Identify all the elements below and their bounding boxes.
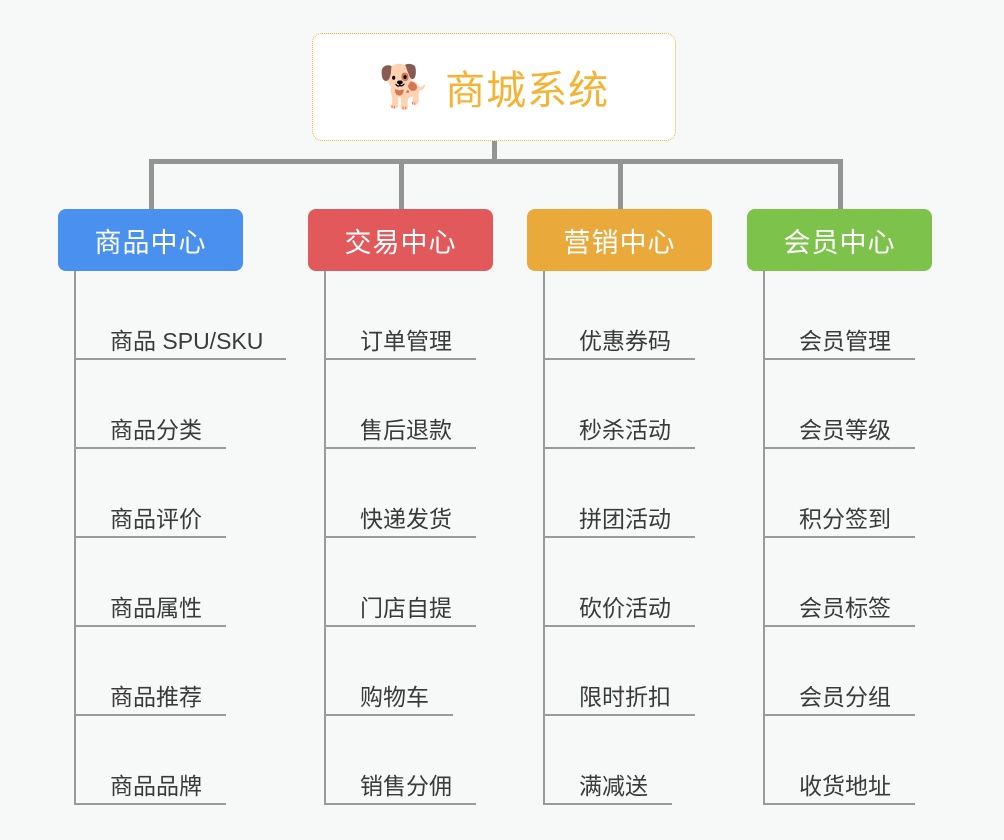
leaf-list-product-center: 商品 SPU/SKU 商品分类商品评价商品属性商品推荐商品品牌 [74, 271, 286, 805]
leaf-underline [765, 803, 915, 805]
branch-column-member-center: 会员中心会员管理会员等级积分签到会员标签会员分组收货地址 [747, 209, 932, 805]
leaf-item[interactable]: 拼团活动 [545, 449, 712, 538]
leaf-underline [76, 714, 226, 716]
leaf-underline [545, 625, 695, 627]
leaf-underline [545, 358, 695, 360]
leaf-label: 满减送 [579, 772, 648, 799]
branch-column-marketing-center: 营销中心优惠券码秒杀活动拼团活动砍价活动限时折扣满减送 [527, 209, 712, 805]
leaf-item[interactable]: 限时折扣 [545, 627, 712, 716]
leaf-underline [76, 358, 286, 360]
leaf-item[interactable]: 优惠券码 [545, 271, 712, 360]
leaf-label: 积分签到 [799, 505, 891, 532]
leaf-item[interactable]: 销售分佣 [326, 716, 493, 805]
leaf-label: 门店自提 [360, 594, 452, 621]
leaf-label: 优惠券码 [579, 327, 671, 354]
leaf-item[interactable]: 购物车 [326, 627, 493, 716]
leaf-list-member-center: 会员管理会员等级积分签到会员标签会员分组收货地址 [763, 271, 932, 805]
category-label: 营销中心 [563, 227, 676, 258]
leaf-item[interactable]: 商品属性 [76, 538, 243, 627]
root-title: 商城系统 [445, 69, 610, 113]
leaf-underline [545, 714, 695, 716]
category-label: 会员中心 [783, 227, 896, 258]
leaf-label: 商品品牌 [110, 772, 202, 799]
leaf-item[interactable]: 会员等级 [765, 360, 932, 449]
leaf-underline [545, 536, 695, 538]
leaf-list-marketing-center: 优惠券码秒杀活动拼团活动砍价活动限时折扣满减送 [543, 271, 712, 805]
leaf-item[interactable]: 售后退款 [326, 360, 493, 449]
category-box-marketing-center[interactable]: 营销中心 [527, 209, 712, 271]
leaf-item[interactable]: 门店自提 [326, 538, 493, 627]
leaf-label: 会员管理 [799, 327, 891, 354]
leaf-label: 销售分佣 [360, 772, 452, 799]
category-box-product-center[interactable]: 商品中心 [58, 209, 243, 271]
leaf-underline [326, 447, 476, 449]
branch-column-product-center: 商品中心商品 SPU/SKU 商品分类商品评价商品属性商品推荐商品品牌 [58, 209, 286, 805]
leaf-underline [765, 536, 915, 538]
leaf-underline [76, 447, 226, 449]
leaf-label: 售后退款 [360, 416, 452, 443]
leaf-label: 砍价活动 [579, 594, 671, 621]
leaf-label: 商品属性 [110, 594, 202, 621]
leaf-item[interactable]: 收货地址 [765, 716, 932, 805]
connector-drop-trade-center [399, 159, 404, 209]
leaf-label: 拼团活动 [579, 505, 671, 532]
root-node[interactable]: 🐕 商城系统 [312, 33, 676, 141]
leaf-item[interactable]: 积分签到 [765, 449, 932, 538]
leaf-underline [545, 447, 695, 449]
leaf-item[interactable]: 订单管理 [326, 271, 493, 360]
leaf-underline [765, 625, 915, 627]
leaf-underline [76, 536, 226, 538]
leaf-item[interactable]: 秒杀活动 [545, 360, 712, 449]
leaf-underline [326, 714, 453, 716]
leaf-label: 商品评价 [110, 505, 202, 532]
leaf-underline [326, 358, 476, 360]
leaf-item[interactable]: 快递发货 [326, 449, 493, 538]
leaf-underline [76, 625, 226, 627]
leaf-underline [545, 803, 672, 805]
leaf-label: 会员分组 [799, 683, 891, 710]
leaf-label: 会员标签 [799, 594, 891, 621]
category-label: 商品中心 [94, 227, 207, 258]
leaf-item[interactable]: 商品 SPU/SKU [76, 271, 286, 360]
leaf-label: 会员等级 [799, 416, 891, 443]
shiba-dog-face-icon: 🐕 [378, 63, 432, 110]
leaf-underline [326, 536, 476, 538]
leaf-underline [765, 447, 915, 449]
leaf-item[interactable]: 会员分组 [765, 627, 932, 716]
leaf-item[interactable]: 会员标签 [765, 538, 932, 627]
leaf-item[interactable]: 会员管理 [765, 271, 932, 360]
leaf-label: 快递发货 [360, 505, 452, 532]
branch-column-trade-center: 交易中心订单管理售后退款快递发货门店自提购物车销售分佣 [308, 209, 493, 805]
category-label: 交易中心 [344, 227, 457, 258]
connector-drop-marketing-center [618, 159, 623, 209]
leaf-item[interactable]: 砍价活动 [545, 538, 712, 627]
category-box-trade-center[interactable]: 交易中心 [308, 209, 493, 271]
leaf-underline [765, 714, 915, 716]
leaf-item[interactable]: 满减送 [545, 716, 712, 805]
leaf-underline [765, 358, 915, 360]
leaf-underline [76, 803, 226, 805]
leaf-label: 商品 SPU/SKU [110, 327, 264, 354]
connector-drop-product-center [149, 159, 154, 209]
connector-horizontal-bar [149, 159, 839, 164]
leaf-label: 商品推荐 [110, 683, 202, 710]
leaf-label: 商品分类 [110, 416, 202, 443]
leaf-label: 限时折扣 [579, 683, 671, 710]
leaf-item[interactable]: 商品推荐 [76, 627, 243, 716]
connector-drop-member-center [838, 159, 843, 209]
connector-stem [492, 141, 497, 163]
leaf-list-trade-center: 订单管理售后退款快递发货门店自提购物车销售分佣 [324, 271, 493, 805]
leaf-label: 订单管理 [360, 327, 452, 354]
leaf-label: 收货地址 [799, 772, 891, 799]
leaf-item[interactable]: 商品品牌 [76, 716, 243, 805]
category-box-member-center[interactable]: 会员中心 [747, 209, 932, 271]
leaf-label: 购物车 [360, 683, 429, 710]
leaf-underline [326, 625, 476, 627]
leaf-underline [326, 803, 476, 805]
leaf-item[interactable]: 商品评价 [76, 449, 243, 538]
leaf-label: 秒杀活动 [579, 416, 671, 443]
leaf-item[interactable]: 商品分类 [76, 360, 243, 449]
